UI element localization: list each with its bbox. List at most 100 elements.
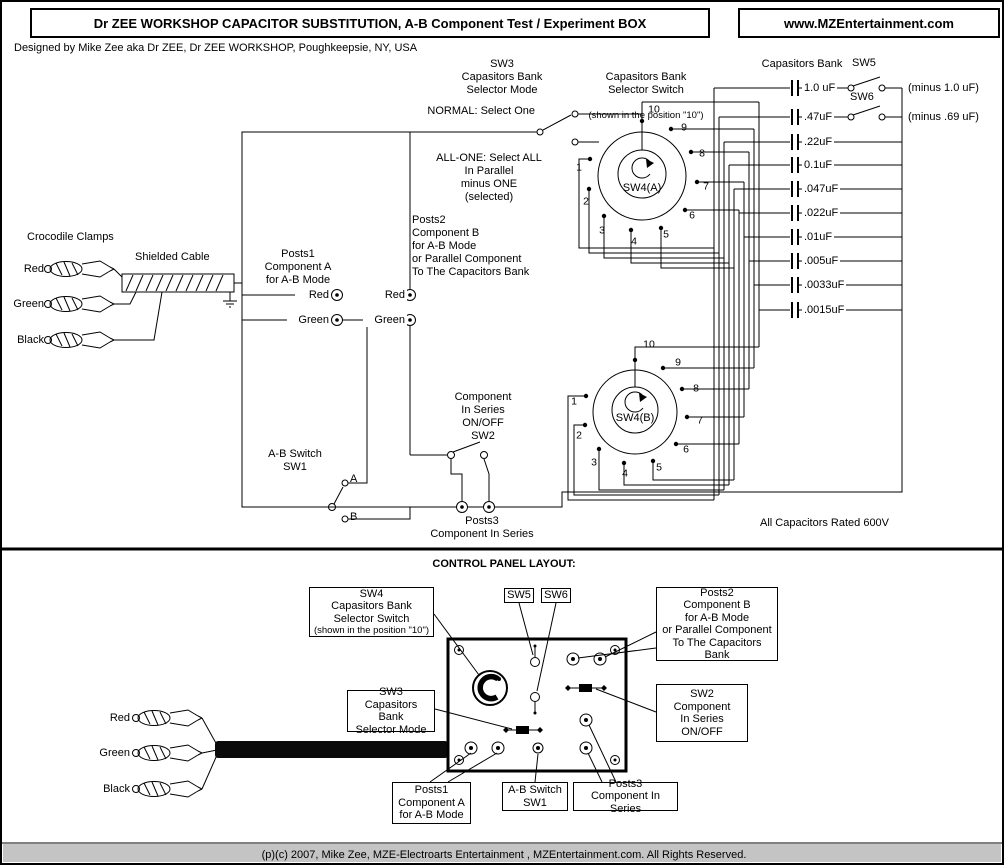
bank-selector-label: Capasitors Bank Selector Switch (shown i… [586, 58, 706, 134]
control-panel-face [446, 637, 628, 773]
cp-sw2-box-text: SW2 Component In Series ON/OFF [673, 688, 731, 738]
sw2-toggle-icon [565, 684, 607, 692]
cp-sw4-box-title: SW4 Capasitors Bank Selector Switch [331, 587, 412, 625]
rotary-position-label: 3 [599, 224, 605, 237]
rotary-position-label: 10 [648, 103, 660, 116]
posts2-red-label: Red [371, 289, 407, 302]
sw3-switch-icon [536, 110, 642, 146]
posts1-label: Posts1 Component A for A-B Mode [264, 248, 332, 286]
rated-voltage-label: All Capacitors Rated 600V [760, 517, 890, 529]
rotary-position-label: 7 [703, 180, 709, 193]
cp-clamp-black-label: Black [103, 783, 130, 795]
position-a-label: A [350, 473, 358, 485]
rotary-position-label: 9 [675, 356, 681, 369]
sw6-label: SW6 [850, 91, 874, 103]
normal-mode-label: NORMAL: Select One [427, 105, 535, 117]
capacitor-value: 1.0 uF [802, 82, 838, 95]
cp-sw5-box: SW5 [504, 588, 534, 603]
website-text: www.MZEntertainment.com [784, 15, 954, 31]
rotary-switch-sw4a-icon [578, 101, 759, 269]
sw1-switch-icon [328, 319, 411, 523]
capacitor-value: .0033uF [802, 279, 847, 292]
rotary-position-label: 10 [643, 338, 655, 351]
cp-sw1-box-text: A-B Switch SW1 [508, 784, 562, 809]
cp-sw1-box: A-B Switch SW1 [502, 782, 568, 811]
sw3-mode-label: SW3 Capasitors Bank Selector Mode [461, 58, 543, 96]
bank-selector-note: (shown in the position "10") [588, 110, 704, 121]
rotary-position-label: 4 [622, 467, 628, 480]
capacitor-value: .47uF [802, 111, 835, 124]
rotary-position-label: 6 [683, 443, 689, 456]
posts2-green-label: Green [363, 314, 407, 327]
sw2-label: Component In Series ON/OFF SW2 [454, 391, 512, 442]
posts1-red-label: Red [295, 289, 331, 302]
position-b-label: B [350, 511, 358, 523]
capacitor-value: .22uF [802, 136, 835, 149]
capacitor-value: 0.1uF [802, 159, 835, 172]
control-panel-title: CONTROL PANEL LAYOUT: [432, 558, 576, 570]
cp-posts1-box: Posts1 Component A for A-B Mode [392, 782, 471, 824]
sw5-note: (minus 1.0 uF) [908, 82, 979, 94]
sw2-switch-icon [447, 441, 490, 501]
page-title-text: Dr ZEE WORKSHOP CAPACITOR SUBSTITUTION, … [93, 15, 647, 31]
rotary-position-label: 1 [571, 395, 577, 408]
rotary-switch-sw4b-icon [567, 346, 759, 501]
cp-posts3-box: Posts3 Component In Series [573, 778, 678, 815]
website-label: www.MZEntertainment.com [738, 8, 1000, 38]
rotary-position-label: 6 [689, 209, 695, 222]
posts1-green-label: Green [287, 314, 331, 327]
copyright-notice: (p)(c) 2007, Mike Zee, MZE-Electroarts E… [261, 849, 747, 861]
cp-sw2-box: SW2 Component In Series ON/OFF [656, 684, 748, 742]
panel-cable-icon [215, 741, 448, 758]
cp-clamp-red-label: Red [109, 712, 130, 724]
all-one-mode-label: ALL-ONE: Select ALL In Parallel minus ON… [436, 152, 542, 203]
shielded-cable-label: Shielded Cable [135, 251, 210, 263]
capacitors-bank-label: Capasitors Bank [761, 58, 843, 70]
crocodile-clamps-icon [44, 260, 115, 349]
cp-sw4-box-note: (shown in the position "10") [313, 625, 429, 637]
panel-clamps-icon [132, 709, 218, 798]
rotary-position-label: 9 [681, 121, 687, 134]
clamp-green-label: Green [13, 298, 44, 310]
cp-sw6-box-text: SW6 [544, 589, 568, 602]
clamp-black-label: Black [17, 334, 44, 346]
shielded-cable-icon [113, 268, 242, 341]
rotary-position-label: 3 [591, 456, 597, 469]
posts2-label: Posts2 Component B for A-B Mode or Paral… [412, 214, 530, 278]
rotary-position-label: 1 [576, 161, 582, 174]
sw5-label: SW5 [852, 57, 876, 69]
capacitor-value: .01uF [802, 231, 835, 244]
rotary-position-label: 5 [663, 228, 669, 241]
sw6-note: (minus .69 uF) [908, 111, 979, 123]
cp-sw5-box-text: SW5 [507, 589, 531, 602]
crocodile-clamps-label: Crocodile Clamps [27, 231, 114, 243]
rotary-position-label: 8 [699, 147, 705, 160]
footer-bar [3, 844, 1001, 862]
sw6-toggle-icon [530, 692, 540, 715]
rotary-position-label: 4 [631, 235, 637, 248]
sw4a-label: SW4(A) [622, 182, 662, 194]
cp-clamp-green-label: Green [99, 747, 130, 759]
rotary-position-label: 8 [693, 382, 699, 395]
clamp-red-label: Red [23, 263, 44, 275]
rotary-position-label: 2 [576, 429, 582, 442]
sw3-toggle-icon [503, 726, 543, 734]
cp-posts2-box: Posts2 Component B for A-B Mode or Paral… [656, 587, 778, 661]
capacitor-value: .005uF [802, 255, 841, 268]
sw1-label: A-B Switch SW1 [268, 448, 322, 473]
rotary-position-label: 2 [583, 195, 589, 208]
capacitor-bus-fan [713, 88, 760, 500]
byline: Designed by Mike Zee aka Dr ZEE, Dr ZEE … [14, 42, 418, 54]
cp-sw3-box-text: SW3 Capasitors Bank Selector Mode [355, 686, 427, 736]
rotary-position-label: 7 [697, 414, 703, 427]
cp-sw4-box: SW4 Capasitors Bank Selector Switch (sho… [309, 587, 434, 637]
cp-posts2-box-text: Posts2 Component B for A-B Mode or Paral… [662, 586, 772, 662]
leader-lines [429, 602, 657, 783]
sw4-knob-icon [472, 670, 508, 706]
rotary-position-label: 5 [656, 461, 662, 474]
cp-posts1-box-text: Posts1 Component A for A-B Mode [398, 784, 465, 822]
capacitor-value: .047uF [802, 183, 841, 196]
sw5-toggle-icon [530, 644, 540, 667]
